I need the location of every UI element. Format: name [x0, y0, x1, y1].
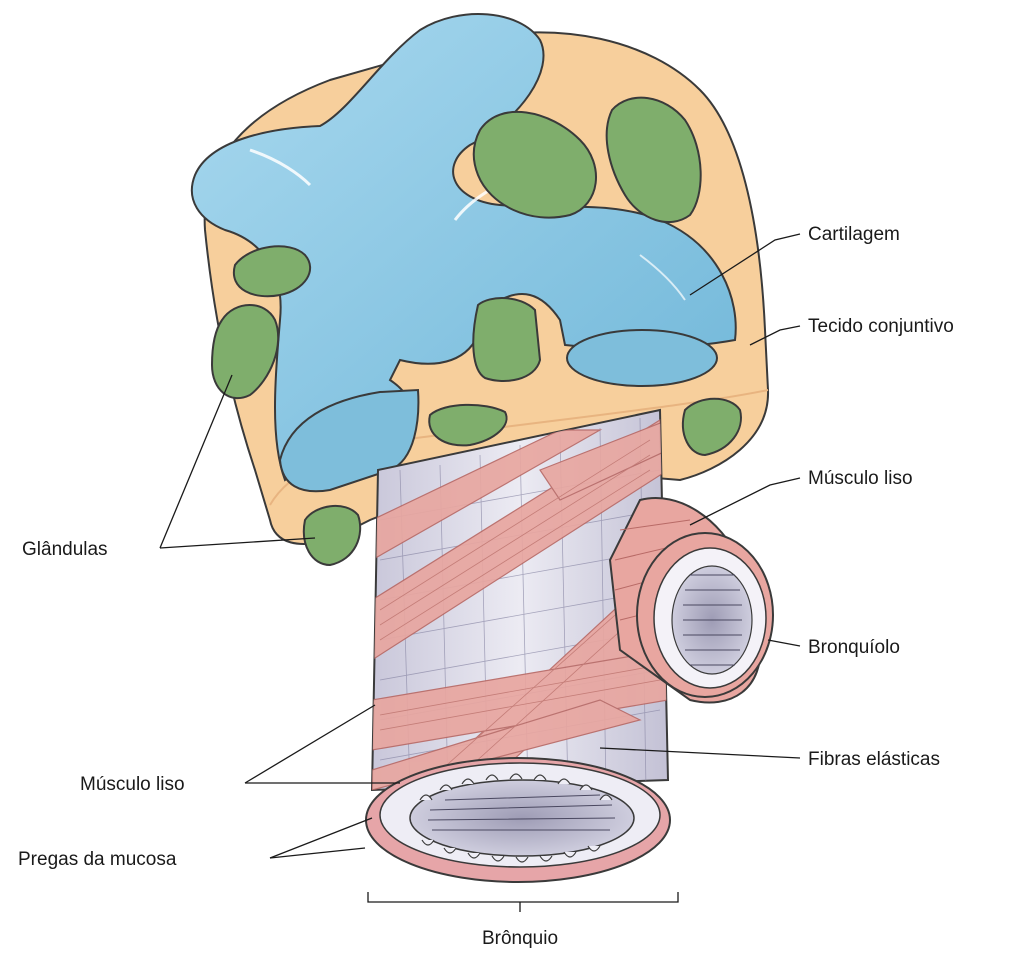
label-musculo-liso-left: Músculo liso: [80, 774, 185, 795]
label-pregas-da-mucosa: Pregas da mucosa: [18, 849, 177, 870]
bronchus-opening: [366, 758, 670, 882]
label-bronquio: Brônquio: [482, 928, 558, 949]
label-tecido-conjuntivo: Tecido conjuntivo: [808, 316, 954, 337]
label-glandulas: Glândulas: [22, 539, 108, 560]
label-cartilagem: Cartilagem: [808, 224, 900, 245]
label-fibras-elasticas: Fibras elásticas: [808, 749, 940, 770]
label-musculo-liso-right: Músculo liso: [808, 468, 913, 489]
label-bronquiolo: Bronquíolo: [808, 637, 900, 658]
